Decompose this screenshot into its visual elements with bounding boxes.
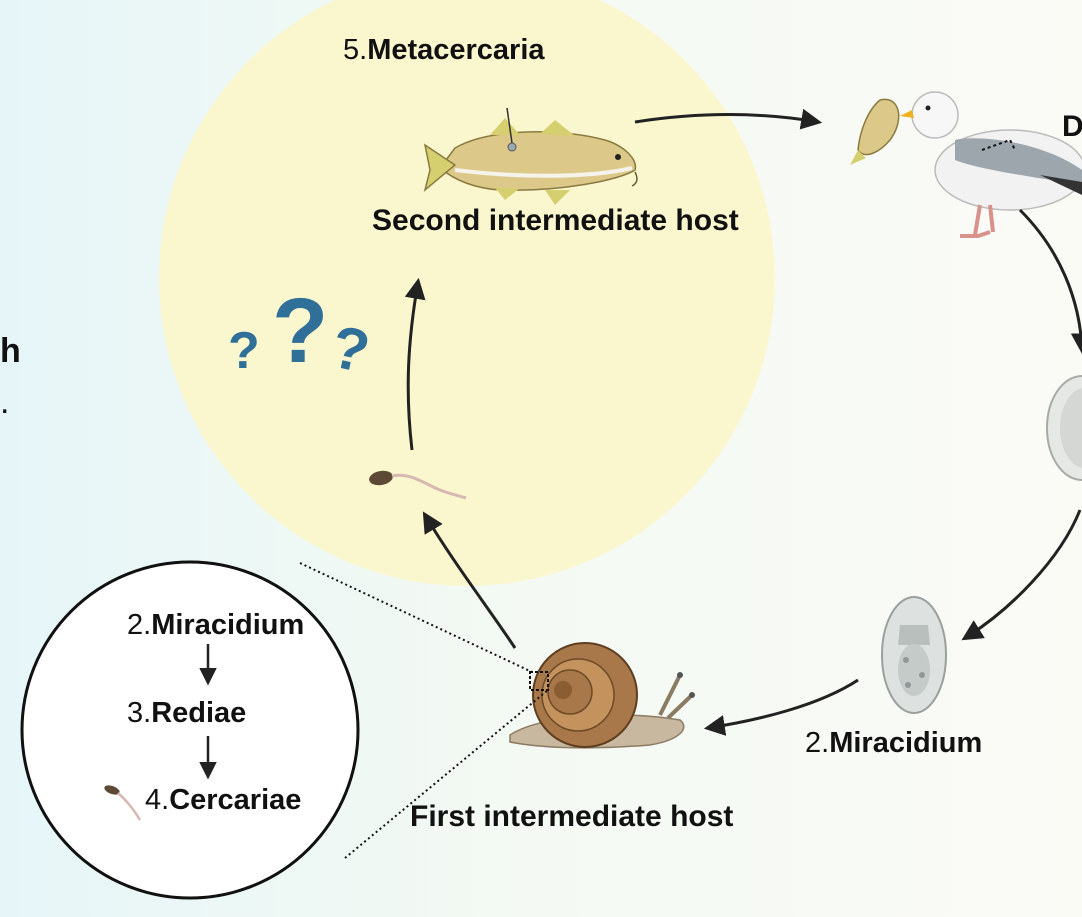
miracidium-label: 2.Miracidium xyxy=(805,729,982,758)
inset-rediae-label: 3.Rediae xyxy=(127,699,246,728)
inset-rediae-text: Rediae xyxy=(151,697,246,729)
inset-cercariae-label: 4.Cercariae xyxy=(145,786,301,815)
miracidium-number: 2. xyxy=(805,727,829,759)
question-mark-left: ? xyxy=(228,322,260,380)
metacercaria-text: Metacercaria xyxy=(367,34,544,66)
first-host-label: First intermediate host xyxy=(410,802,733,832)
miracidium-text: Miracidium xyxy=(829,727,982,759)
snail-icon xyxy=(510,643,695,748)
definitive-host-label-partial: D xyxy=(1062,112,1082,142)
arrow-gull-to-egg xyxy=(1020,210,1082,350)
arrow-miracidium-to-snail xyxy=(708,680,858,728)
metacercaria-label: 5.Metacercaria xyxy=(343,36,545,65)
left-text-partial-h: h xyxy=(0,334,21,368)
second-host-label: Second intermediate host xyxy=(372,206,739,236)
question-mark-center: ? xyxy=(272,280,328,382)
arrow-egg-to-miracidium xyxy=(965,510,1080,638)
inset-miracidium-number: 2. xyxy=(127,609,151,641)
miracidium-icon xyxy=(882,597,946,713)
inset-rediae-number: 3. xyxy=(127,697,151,729)
metacercaria-number: 5. xyxy=(343,34,367,66)
inset-cercariae-number: 4. xyxy=(145,784,169,816)
egg-icon xyxy=(1047,376,1082,480)
inset-miracidium-text: Miracidium xyxy=(151,609,304,641)
inset-miracidium-label: 2.Miracidium xyxy=(127,611,304,640)
seagull-icon xyxy=(850,92,1082,236)
left-text-partial-dot: . xyxy=(0,385,9,419)
inset-cercariae-text: Cercariae xyxy=(169,784,301,816)
highlight-circle xyxy=(159,0,775,586)
